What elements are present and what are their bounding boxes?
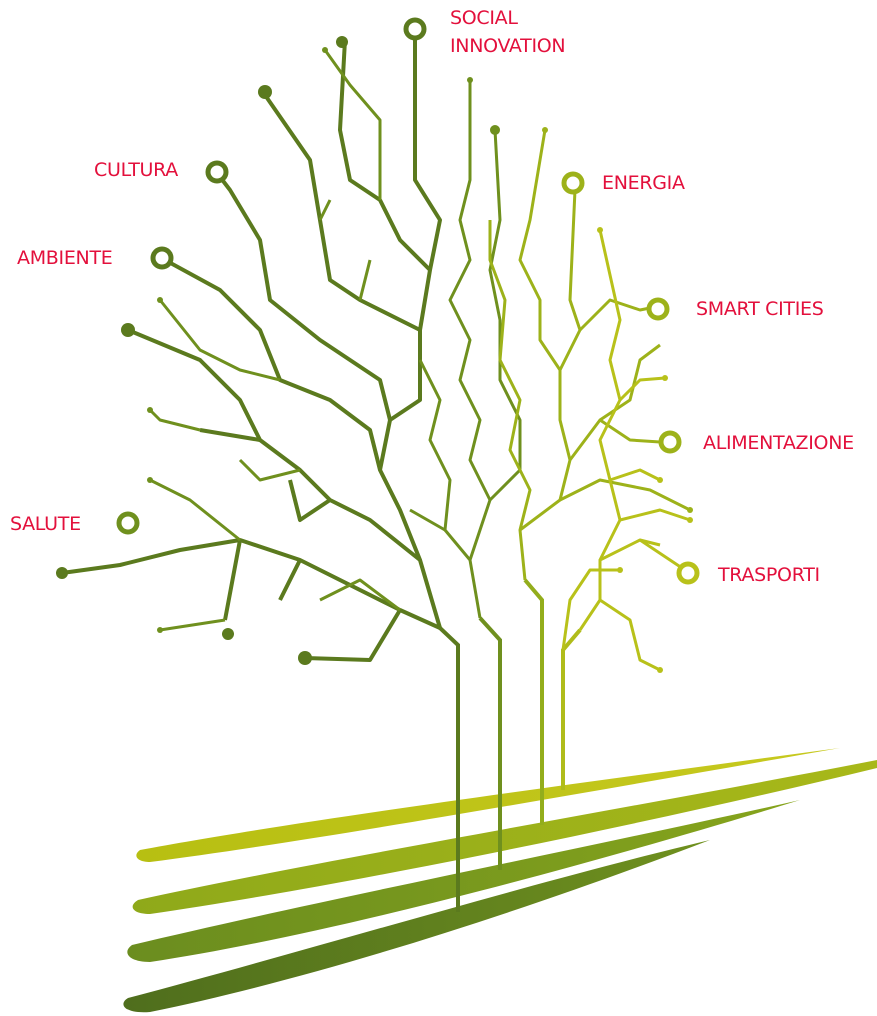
ground-stripe-2 — [132, 760, 877, 914]
trunk-1 — [438, 626, 460, 912]
branches-mid — [148, 49, 522, 632]
node-smart-cities — [646, 297, 670, 321]
label-social: SOCIAL — [450, 7, 518, 29]
node-energia — [561, 171, 585, 195]
label-ambiente: AMBIENTE — [17, 247, 113, 269]
branch-end-dots — [56, 36, 693, 673]
label-smart-cities: SMART CITIES — [696, 298, 824, 320]
tree-trunks — [438, 578, 582, 912]
branches-light — [488, 129, 691, 581]
ground-stripe-4 — [123, 840, 711, 1013]
label-alimentazione: ALIMENTAZIONE — [703, 432, 854, 454]
label-nodes — [116, 17, 700, 585]
label-salute: SALUTE — [10, 513, 81, 535]
node-social-innovation — [403, 17, 427, 41]
branches-dark — [61, 30, 442, 662]
branches-pale — [561, 229, 691, 672]
label-energia: ENERGIA — [602, 172, 685, 194]
trunk-2 — [478, 616, 502, 870]
label-innovation: INNOVATION — [450, 35, 566, 57]
node-salute — [116, 511, 140, 535]
ground-stripes — [123, 748, 877, 1013]
node-trasporti — [676, 561, 700, 585]
label-cultura: CULTURA — [94, 159, 178, 181]
node-ambiente — [150, 246, 174, 270]
ground-stripe-1 — [136, 748, 840, 862]
trunk-3 — [523, 578, 544, 825]
node-cultura — [205, 160, 229, 184]
trunk-4 — [561, 628, 582, 790]
ground-stripe-3 — [127, 800, 800, 962]
node-alimentazione — [658, 430, 682, 454]
label-trasporti: TRASPORTI — [718, 564, 820, 586]
